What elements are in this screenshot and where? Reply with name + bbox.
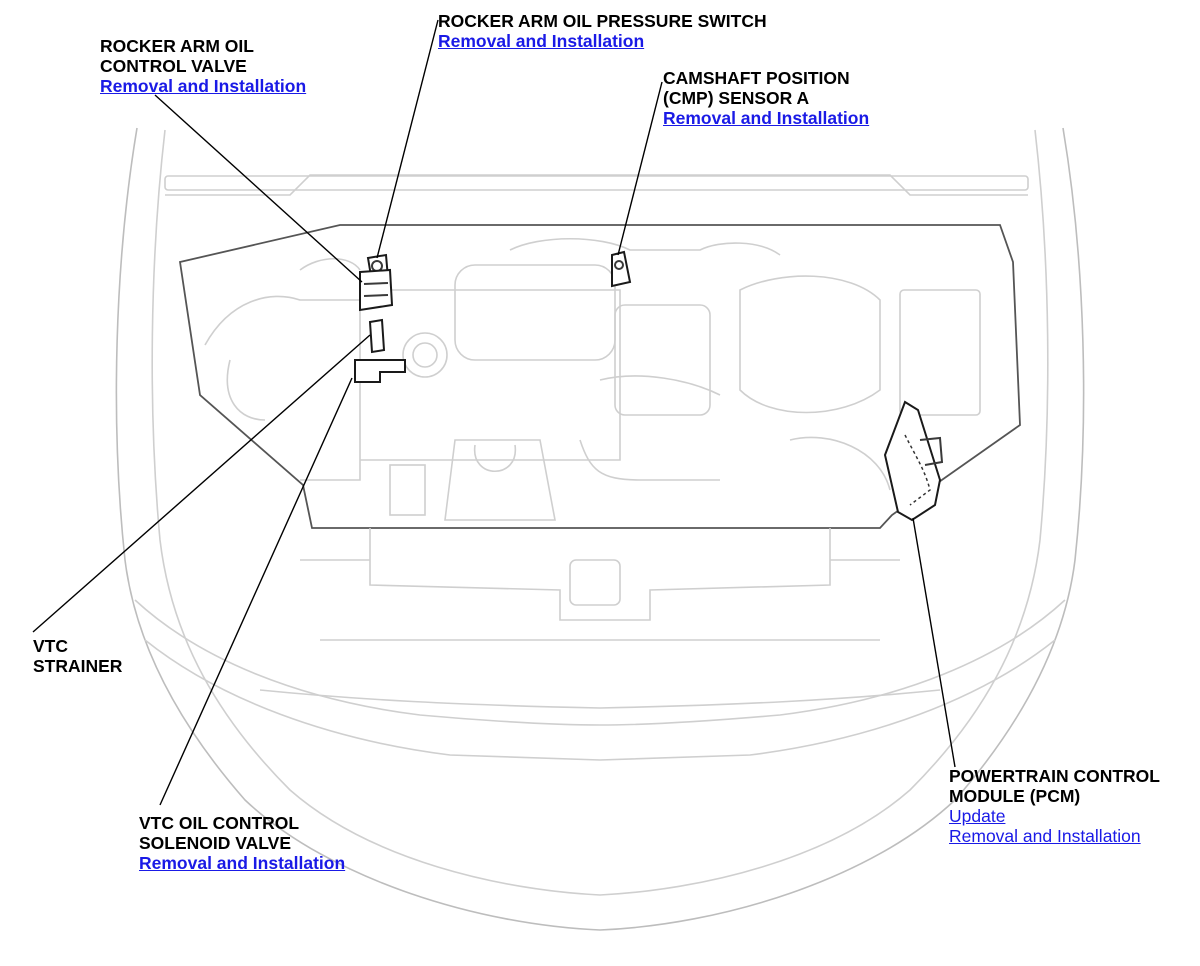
leader-cmp-sensor [617,81,663,256]
leader-oil-control-valve [154,94,363,283]
vehicle-body-outline [115,127,1085,931]
removal-installation-link[interactable]: Removal and Installation [949,826,1141,846]
leader-vtc-solenoid [159,377,353,806]
callout-title-line: MODULE (PCM) [949,786,1081,806]
callout-title-line: CONTROL VALVE [100,56,247,76]
callout-title-line: POWERTRAIN CONTROL [949,766,1160,786]
leader-pressure-switch [376,19,439,259]
front-subframe [259,528,941,709]
callout-rocker-arm-oil-pressure-switch: ROCKER ARM OIL PRESSURE SWITCH Removal a… [438,11,767,51]
callout-title-line: ROCKER ARM OIL PRESSURE SWITCH [438,11,767,31]
removal-installation-link[interactable]: Removal and Installation [100,76,307,96]
leader-pcm [912,517,956,768]
update-link[interactable]: Update [949,806,1006,826]
pcm-part [883,400,944,522]
callout-title-line: SOLENOID VALVE [139,833,292,853]
callout-title-line: ROCKER ARM OIL [100,36,254,56]
cowl-panel [164,174,1029,196]
callout-rocker-arm-oil-control-valve: ROCKER ARM OIL CONTROL VALVE Removal and… [100,36,306,96]
removal-installation-link[interactable]: Removal and Installation [663,108,870,128]
rocker-arm-oil-control-valve-part [359,268,394,312]
leader-vtc-strainer [32,334,371,633]
engine-compartment [178,224,1021,529]
callout-vtc-oil-control-solenoid-valve: VTC OIL CONTROL SOLENOID VALVE Removal a… [139,813,345,873]
removal-installation-link[interactable]: Removal and Installation [139,853,346,873]
cmp-sensor-a-part [611,250,632,288]
callout-vtc-strainer: VTC STRAINER [33,636,122,676]
callout-title-line: VTC OIL CONTROL [139,813,300,833]
leader-lines [32,19,956,806]
callout-title-line: CAMSHAFT POSITION [663,68,850,88]
vtc-strainer-part [368,318,386,354]
callout-cmp-sensor-a: CAMSHAFT POSITION (CMP) SENSOR A Removal… [663,68,869,128]
removal-installation-link[interactable]: Removal and Installation [438,31,645,51]
callout-title-line: STRAINER [33,656,123,676]
callout-pcm: POWERTRAIN CONTROL MODULE (PCM) Update R… [949,766,1160,846]
callout-title-line: (CMP) SENSOR A [663,88,810,108]
callout-title-line: VTC [33,636,68,656]
vtc-solenoid-valve-part [354,359,406,383]
